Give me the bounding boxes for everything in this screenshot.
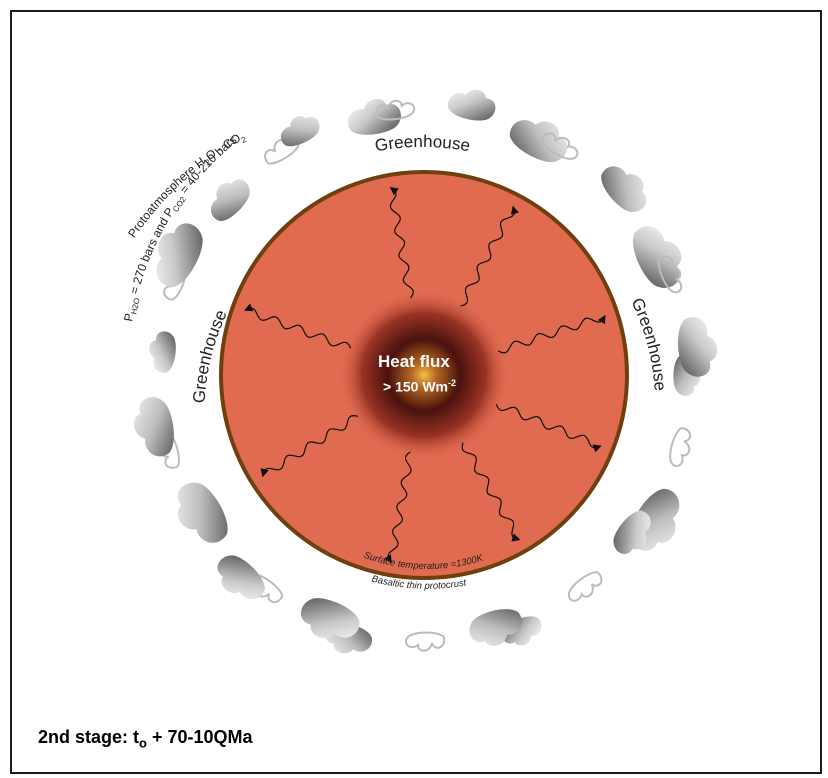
heat-arrow	[460, 205, 520, 307]
cloud	[300, 598, 360, 638]
cloud	[149, 331, 176, 373]
cloud	[447, 89, 496, 121]
cloud	[632, 226, 682, 288]
heat-arrow	[497, 314, 606, 354]
cloud	[613, 510, 651, 554]
hot-core	[338, 289, 510, 461]
heat-arrow	[383, 451, 412, 564]
cloud	[177, 482, 228, 543]
cloud	[540, 132, 579, 160]
greenhouse-label-top: Greenhouse	[373, 132, 471, 155]
cloud	[669, 427, 692, 468]
cloud	[375, 99, 416, 121]
heat-flux-value: > 150 Wm-2	[383, 378, 456, 395]
cloud	[134, 397, 174, 457]
heat-flux-arrows	[243, 186, 606, 564]
cloud	[567, 571, 603, 602]
cloud	[601, 166, 647, 212]
cloud	[210, 179, 250, 222]
cloud	[678, 317, 718, 377]
cloud	[404, 631, 446, 652]
greenhouse-label-right: Greenhouse	[627, 295, 669, 392]
cloud	[156, 223, 203, 288]
cloud	[217, 555, 265, 600]
heat-arrow	[243, 303, 352, 349]
stage-caption: 2nd stage: to + 70-10QMa	[38, 727, 253, 751]
heat-arrow	[260, 414, 359, 478]
heat-arrow	[495, 403, 602, 453]
heat-flux-title: Heat flux	[378, 352, 450, 371]
cloud-ring	[134, 89, 718, 654]
heat-arrow	[461, 442, 521, 542]
cloud	[469, 609, 522, 646]
heat-arrow	[389, 186, 415, 299]
cloud	[280, 116, 320, 147]
cloud	[657, 255, 683, 294]
